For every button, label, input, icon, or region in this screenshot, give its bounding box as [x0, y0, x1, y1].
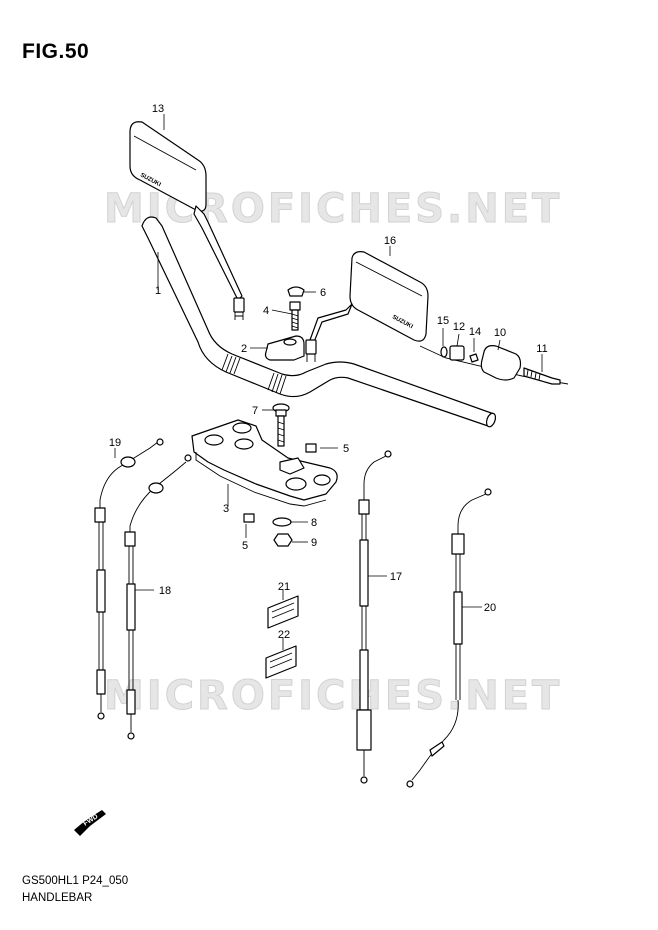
callout-21: 21: [278, 581, 290, 593]
callout-5-upper: 5: [343, 443, 349, 455]
callout-12: 12: [453, 321, 465, 333]
callout-14: 15: [437, 315, 449, 327]
left-mirror: SUZUKI: [129, 121, 245, 320]
washer-8: [272, 517, 292, 527]
cap-and-bolt: [287, 286, 305, 331]
callout-4: 4: [263, 305, 269, 317]
callout-15: 13: [152, 103, 164, 115]
callout-2: 2: [241, 343, 247, 355]
right-mirror: SUZUKI: [305, 251, 429, 362]
fwd-label: FWD: [82, 813, 99, 828]
callout-10: 10: [494, 327, 506, 339]
callout-3: 3: [223, 503, 229, 515]
handlebar: [141, 216, 497, 428]
grip-end-parts: [419, 345, 569, 385]
handlebar-holder-bracket: [191, 419, 338, 507]
fwd-arrow-icon: FWD: [74, 810, 106, 836]
callout-16: 16: [384, 235, 396, 247]
figure-footer: GS500HL1 P24_050 HANDLEBAR: [22, 873, 128, 907]
callout-7: 7: [252, 405, 258, 417]
lower-bolt: [272, 403, 290, 447]
callout-8: 8: [311, 517, 317, 529]
callout-19: 19: [109, 437, 121, 449]
callout-9: 9: [311, 537, 317, 549]
cushion-5-upper: [305, 443, 317, 453]
cable-20: [406, 488, 492, 788]
nut-9: [273, 533, 293, 547]
cable-17: [356, 450, 392, 784]
watermark-bottom: MICROFICHES.NET: [104, 673, 562, 719]
callout-18: 18: [159, 585, 171, 597]
leader-lines: [114, 114, 543, 650]
callout-20: 20: [484, 602, 496, 614]
callout-13: 14: [469, 326, 481, 338]
callout-5-lower: 5: [242, 540, 248, 552]
callout-17: 17: [390, 571, 402, 583]
label-stickers: [265, 595, 299, 679]
figure-name: HANDLEBAR: [22, 892, 93, 904]
callout-22: 22: [278, 629, 290, 641]
callout-numbers: 13 1 2 3 4 5 5 6 7 8 9 10 11 12 14 15 16…: [109, 103, 548, 641]
callout-1: 1: [155, 285, 161, 297]
callout-11: 11: [536, 343, 547, 355]
figure-code: GS500HL1 P24_050: [22, 875, 129, 887]
callout-6: 6: [320, 287, 326, 299]
throttle-cables: [94, 438, 192, 740]
figure-title: FIG.50: [22, 40, 90, 63]
cushion-5-lower: [243, 513, 255, 523]
upper-holder: [264, 335, 305, 361]
watermark-top: MICROFICHES.NET: [104, 186, 562, 232]
